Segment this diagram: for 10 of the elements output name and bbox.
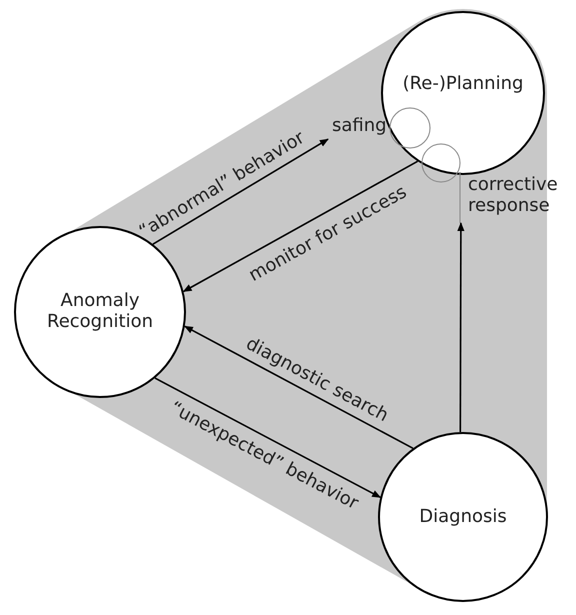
annotation-label: safing (332, 116, 388, 137)
node-label: Anomaly Recognition (46, 291, 154, 333)
arrow (152, 138, 329, 245)
node-label: Diagnosis (419, 506, 507, 528)
arrow (184, 326, 414, 449)
node-label: (Re-)Planning (402, 74, 524, 94)
arrow (457, 222, 464, 432)
arrow (182, 160, 418, 292)
annotation-label: corrective response (468, 175, 559, 216)
arrow (154, 377, 382, 498)
